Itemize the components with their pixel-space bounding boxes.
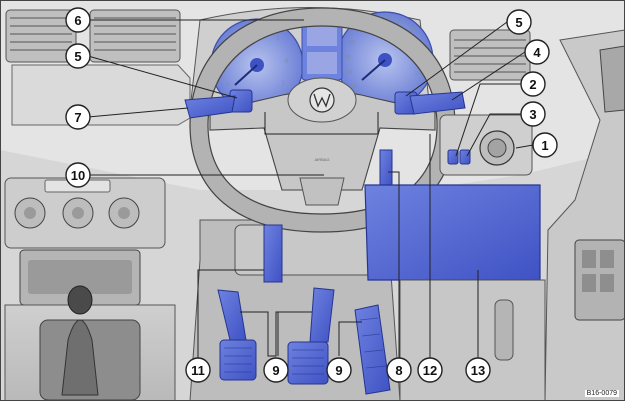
callout-11-label: 11 (191, 363, 205, 378)
light-switch-area (440, 115, 532, 175)
vw-logo-icon (310, 88, 334, 112)
steering-column-shroud (235, 225, 385, 275)
callout-8-label: 8 (395, 363, 402, 378)
tachometer-tick-7: 7 (281, 81, 285, 88)
speedometer-tick-40: 40 (346, 70, 352, 76)
callout-4-label: 4 (533, 45, 541, 60)
callout-12-label: 12 (423, 363, 437, 378)
left-air-vents (6, 10, 180, 62)
speedometer-tick-60: 60 (345, 55, 351, 61)
tachometer-tick-6: 6 (285, 58, 289, 65)
callout-2-label: 2 (529, 77, 536, 92)
tachometer-tick-1: 1 (226, 81, 230, 88)
callout-9a-label: 9 (272, 363, 279, 378)
fuse-box-cover (365, 185, 540, 280)
instrument-lighting-control (460, 150, 470, 164)
callout-10-label: 10 (71, 168, 85, 183)
lower-dashboard-right (400, 280, 545, 401)
callout-6-label: 6 (74, 13, 81, 28)
callout-3-label: 3 (529, 107, 536, 122)
speedometer-tick-80: 80 (349, 40, 355, 46)
speedometer-tick-160: 160 (397, 19, 406, 25)
ignition-lock (380, 150, 392, 185)
headlight-range-control (448, 150, 458, 164)
callout-7-label: 7 (74, 110, 81, 125)
callout-13-label: 13 (471, 363, 485, 378)
callout-1-label: 1 (541, 138, 548, 153)
brake-pedal (288, 342, 328, 384)
figure-code-label: B16-0079 (585, 390, 619, 397)
tachometer-tick-5: 5 (276, 35, 280, 42)
clutch-pedal (220, 340, 256, 380)
airbag-badge: AIRBAG (314, 157, 329, 162)
callout-9b-label: 9 (335, 363, 342, 378)
bonnet-release-lever (264, 225, 282, 282)
callout-5b-label: 5 (515, 15, 522, 30)
callout-5a-label: 5 (74, 49, 81, 64)
